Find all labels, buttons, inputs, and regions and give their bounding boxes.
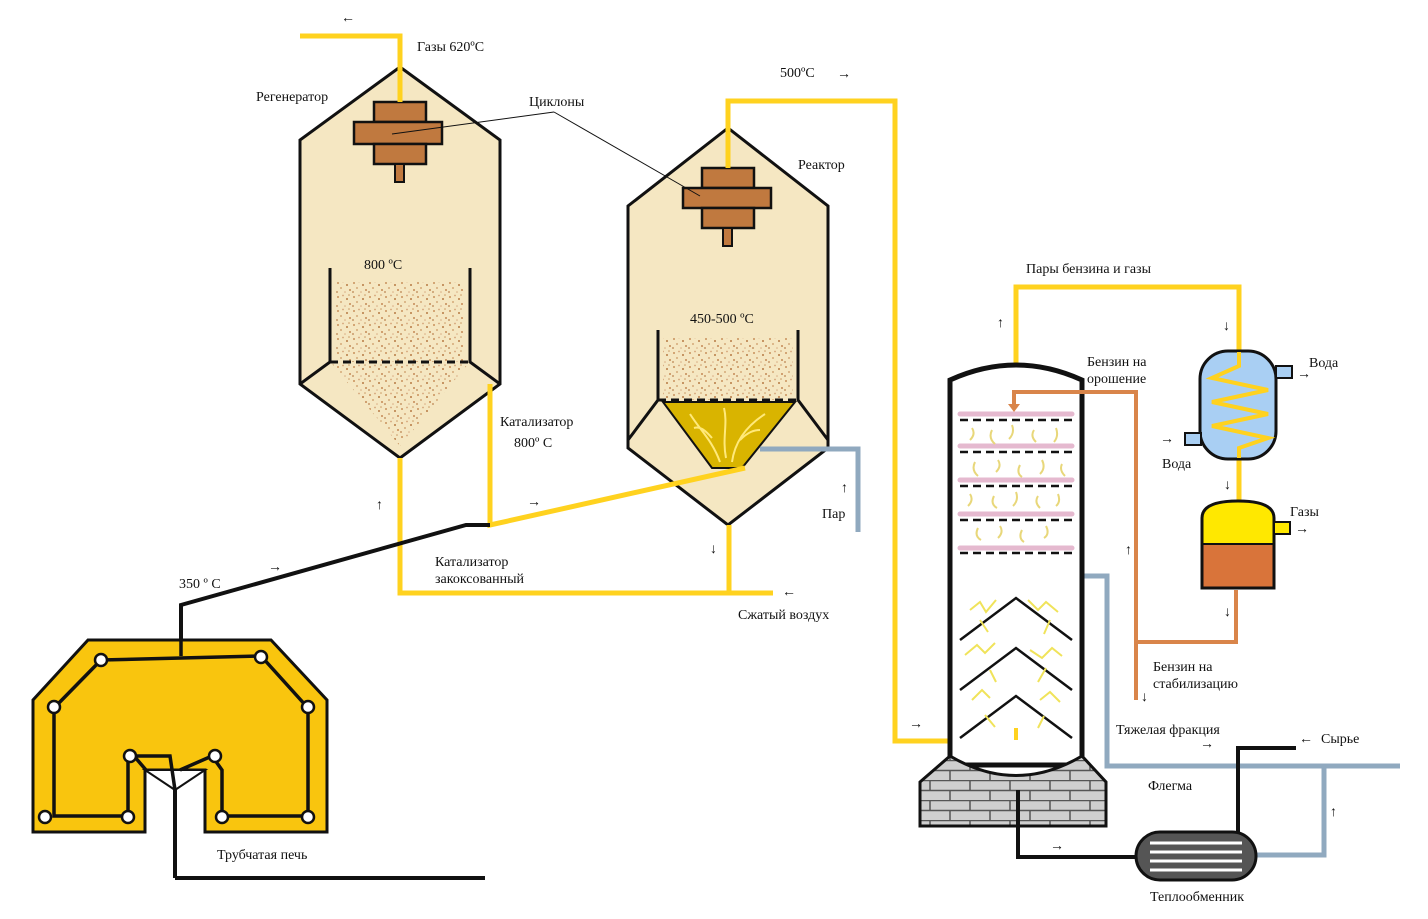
water-out-label: Вода [1309, 356, 1339, 371]
arrow-stab-down: ↓ [1141, 690, 1148, 705]
gases-620-label: Газы 620ºС [417, 40, 484, 55]
regenerator [298, 65, 502, 460]
steam-label: Пар [822, 507, 845, 522]
temp-350-label: 350 º С [179, 577, 221, 592]
arrow-phlegm-up: ↑ [1330, 805, 1337, 820]
regenerator-label: Регенератор [256, 90, 328, 105]
reflux-gasoline-label-2: орошение [1087, 372, 1146, 387]
cyclones-pointer [391, 111, 701, 197]
raw-material-label: Сырье [1321, 732, 1359, 747]
condenser [1184, 349, 1293, 461]
phlegm-label: Флегма [1148, 779, 1193, 794]
reactor-cyclone [681, 166, 773, 247]
arrow-heavy-right: → [1200, 737, 1214, 752]
stab-gasoline-label-1: Бензин на [1153, 660, 1213, 675]
tube-furnace [31, 638, 485, 880]
temp-450-500-label: 450-500 ºС [690, 312, 754, 327]
arrow-reflux-up: ↑ [1125, 543, 1132, 558]
arrow-vapors-up: ↑ [997, 316, 1004, 331]
arrow-separator-down: ↓ [1224, 478, 1231, 493]
rectification-column [918, 362, 1140, 859]
reflux-gasoline-label-1: Бензин на [1087, 355, 1147, 370]
arrow-500-right: → [837, 67, 851, 82]
arrow-condenser-down: ↓ [1223, 319, 1230, 334]
separator [1200, 499, 1291, 590]
arrow-feed-right: → [268, 560, 282, 575]
arrow-water-in: → [1160, 432, 1174, 447]
heat-exchanger-label: Теплообменник [1150, 890, 1244, 905]
stab-gasoline-label-2: стабилизацию [1153, 677, 1238, 692]
gases-label: Газы [1290, 505, 1319, 520]
arrow-column-in: → [909, 717, 923, 732]
water-in-label: Вода [1162, 457, 1192, 472]
arrow-air-left: ← [782, 585, 796, 600]
arrow-raw-left: ← [1299, 732, 1313, 747]
temp-800-label: 800 ºС [364, 258, 402, 273]
coked-catalyst-label-2: закоксованный [435, 572, 525, 587]
arrow-gases-out-right: → [1295, 522, 1309, 537]
arrow-reactor-down: ↓ [710, 542, 717, 557]
arrow-steam-up: ↑ [841, 481, 848, 496]
temp-500-label: 500ºС [780, 66, 815, 81]
feed-line-to-reactor [179, 523, 490, 640]
catalyst-800-label: 800º С [514, 436, 552, 451]
arrow-exchanger-right: → [1050, 839, 1064, 854]
vapors-gases-label: Пары бензина и газы [1026, 262, 1152, 277]
yellow-pipes [300, 33, 1242, 744]
cyclones-label: Циклоны [529, 95, 585, 110]
raw-feed-line [1236, 746, 1296, 855]
heavy-fraction-label: Тяжелая фракция [1116, 723, 1220, 738]
catalyst-label: Катализатор [500, 415, 573, 430]
coked-catalyst-label-1: Катализатор [435, 555, 508, 570]
arrow-regen-up: ↑ [376, 498, 383, 513]
regenerator-cyclone [352, 100, 444, 183]
tube-furnace-label: Трубчатая печь [217, 848, 307, 863]
arrow-water-out: → [1297, 367, 1311, 382]
reactor-label: Реактор [798, 158, 845, 173]
reflux-line [1008, 390, 1238, 700]
compressed-air-label: Сжатый воздух [738, 608, 829, 623]
heat-exchanger [1134, 830, 1258, 882]
arrow-catalyst-right: → [527, 495, 541, 510]
arrow-gases-out: ← [341, 11, 355, 26]
arrow-separator-bottom-down: ↓ [1224, 605, 1231, 620]
